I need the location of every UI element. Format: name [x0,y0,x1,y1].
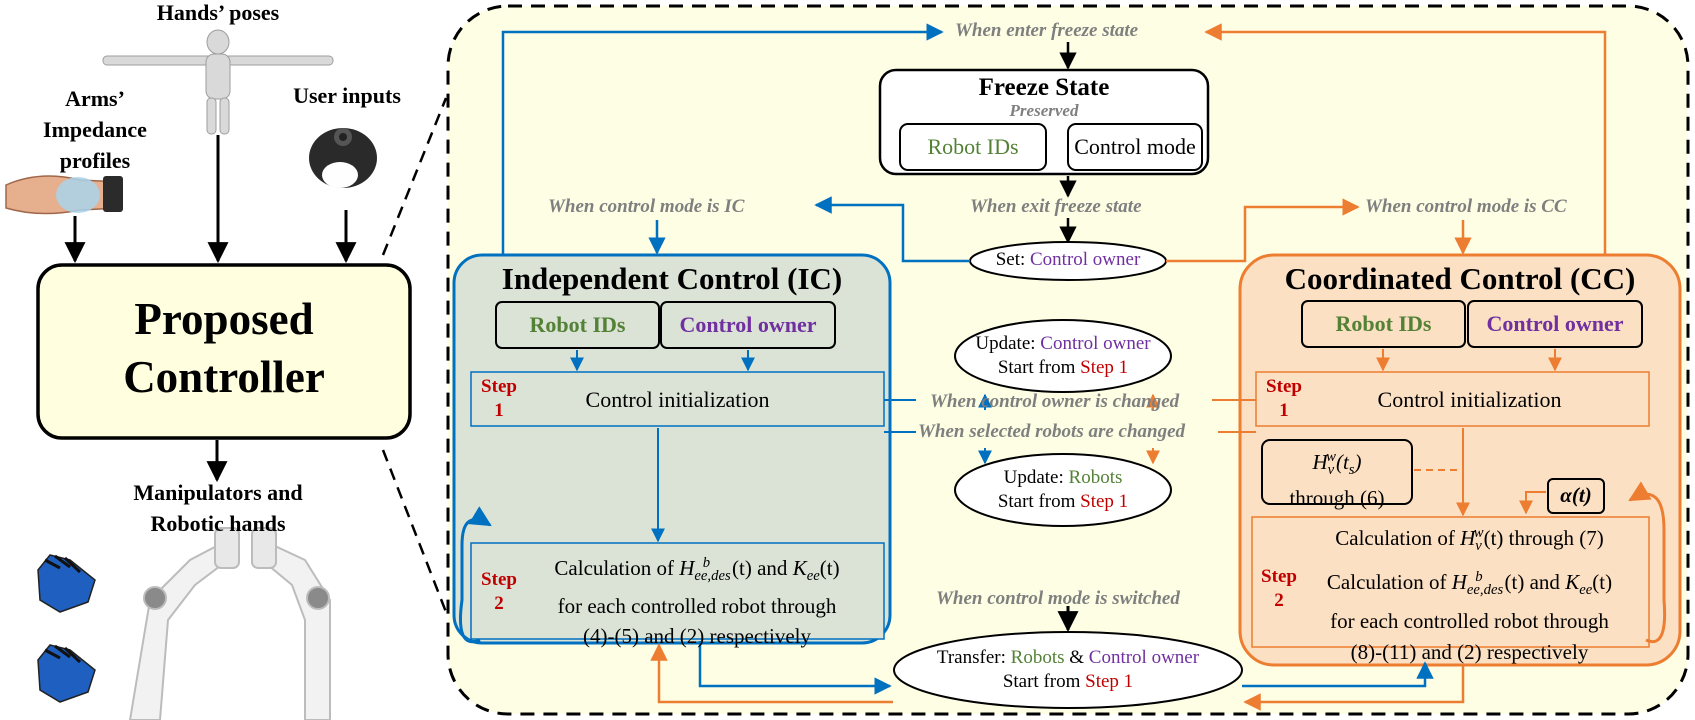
glove-icon-bottom [37,644,96,703]
cc-step2-box [1251,516,1650,648]
ic-step2-box [470,542,885,640]
ic-robot-ids-box [495,301,660,349]
note-owner-changed: When control owner is changed [930,391,1180,412]
cc-control-owner-box [1467,300,1643,348]
note-robots-changed: When selected robots are changed [918,421,1186,442]
note-mode-ic: When control mode is IC [548,196,745,217]
controller-box [36,263,412,440]
arms-impedance-label: Arms’ Impedance profiles [43,86,147,173]
cc-step1-box [1255,371,1650,427]
glove-icon-top [37,554,96,613]
orange-transfer-to-ic [650,643,893,704]
zoom-line-bottom [381,449,448,613]
robot-arms-icon [128,527,331,720]
ring-controller-icon [309,128,377,188]
ic-control-owner-box [660,301,836,349]
cc-step2-text: Calculation of Hvw(t) through (7) Calcul… [1326,525,1613,665]
update-owner-ellipse [954,319,1172,393]
zoom-line-top [381,97,448,256]
freeze-control-mode: Control mode [1074,134,1196,159]
outputs-label: Manipulators and Robotic hands [133,480,303,536]
user-inputs-label: User inputs [293,83,401,108]
ic-title: Independent Control (IC) [501,261,843,296]
update-robots-text: Update: Robots Start from Step 1 [997,467,1129,512]
cc-hv-box [1261,439,1413,505]
mannequin-icon [102,29,334,135]
cc-control-owner: Control owner [1486,311,1624,336]
blue-ic-to-freeze [501,23,944,255]
cc-hv-text: Hvw(ts) through (6) [1289,449,1385,511]
note-exit-freeze: When exit freeze state [970,196,1142,217]
freeze-control-mode-box [1067,123,1203,171]
cc-robot-ids: Robot IDs [1335,311,1432,336]
arm-band-icon [5,175,123,215]
cc-title: Coordinated Control (CC) [1284,261,1636,296]
ic-control-owner: Control owner [679,312,817,337]
note-mode-cc: When control mode is CC [1365,196,1567,217]
orange-cc-to-freeze [1204,23,1607,255]
blue-set-to-ic [814,196,970,263]
blue-ic-to-transfer [698,641,892,695]
blue-transfer-to-cc [1242,661,1434,688]
freeze-robot-ids: Robot IDs [927,134,1019,159]
ic-step2-text: Calculation of Hee,desb(t) and Kee(t) fo… [554,555,840,649]
cc-alpha: α(t) [1560,483,1592,507]
orange-cc-to-transfer [1243,665,1465,711]
ic-step1-text: Control initialization [585,387,770,412]
cc-robot-ids-box [1301,300,1466,348]
cc-alpha-arrow [1519,491,1546,515]
note-mode-switched: When control mode is switched [936,588,1180,609]
cc-step1-text: Control initialization [1377,387,1562,412]
update-owner-text: Update: Control owner Start from Step 1 [975,333,1151,378]
freeze-title: Freeze State [978,74,1110,101]
set-owner-text: Set: Control owner [995,249,1141,270]
controller-label: Proposed Controller [123,294,325,402]
ic-step2-loop [458,506,492,643]
cc-step2-loop [1628,481,1667,643]
freeze-robot-ids-box [899,123,1047,171]
orange-set-to-cc [1166,198,1360,263]
cc-alpha-box [1547,478,1605,514]
ic-robot-ids: Robot IDs [529,312,626,337]
transfer-text: Transfer: Robots & Control owner Start f… [936,647,1200,692]
note-enter-freeze: When enter freeze state [955,20,1139,41]
hands-poses-label: Hands’ poses [156,0,280,25]
ic-step1-box [470,371,885,427]
update-robots-ellipse [954,453,1172,527]
freeze-preserved: Preserved [1009,101,1079,120]
